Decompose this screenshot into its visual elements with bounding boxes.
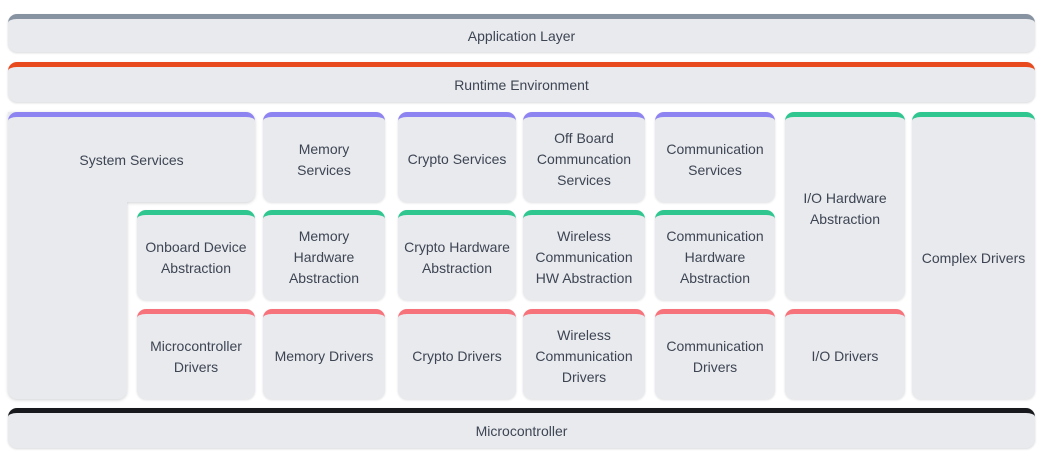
block-label: Wireless Communication HW Abstraction <box>535 228 633 286</box>
block-communication-services: Communication Services <box>655 112 775 202</box>
layer-microcontroller-label: Microcontroller <box>475 422 568 439</box>
block-crypto-hardware-abstraction: Crypto Hardware Abstraction <box>398 210 516 300</box>
block-crypto-drivers: Crypto Drivers <box>398 309 516 399</box>
layer-runtime-environment: Runtime Environment <box>8 62 1035 102</box>
layer-application: Application Layer <box>8 14 1035 52</box>
block-label: I/O Hardware Abstraction <box>803 189 887 227</box>
block-label: Memory Hardware Abstraction <box>288 228 360 286</box>
block-memory-drivers: Memory Drivers <box>263 309 385 399</box>
block-label: Microcontroller Drivers <box>150 337 242 375</box>
block-memory-services: Memory Services <box>263 112 385 202</box>
layer-microcontroller: Microcontroller <box>8 408 1035 448</box>
layer-runtime-environment-label: Runtime Environment <box>454 76 589 93</box>
block-crypto-services: Crypto Services <box>398 112 516 202</box>
block-system-services-top: System Services <box>8 112 255 202</box>
block-label: Onboard Device Abstraction <box>145 238 247 276</box>
block-label: Crypto Services <box>407 151 507 167</box>
block-io-hardware-abstraction: I/O Hardware Abstraction <box>785 112 905 300</box>
block-label: Communication Drivers <box>666 337 764 375</box>
block-label: Communication Hardware Abstraction <box>666 228 764 286</box>
block-offboard-communication-services: Off Board Communcation Services <box>523 112 645 202</box>
block-label: Memory Services <box>297 140 351 178</box>
block-label: I/O Drivers <box>811 348 879 364</box>
layer-application-label: Application Layer <box>467 27 576 44</box>
block-wireless-communication-drivers: Wireless Communication Drivers <box>523 309 645 399</box>
block-system-services: System Services <box>8 112 255 399</box>
block-io-drivers: I/O Drivers <box>785 309 905 399</box>
block-onboard-device-abstraction: Onboard Device Abstraction <box>137 210 255 300</box>
block-communication-hardware-abstraction: Communication Hardware Abstraction <box>655 210 775 300</box>
block-system-services-label: System Services <box>79 151 184 168</box>
block-complex-drivers: Complex Drivers <box>912 112 1035 399</box>
block-label: Crypto Hardware Abstraction <box>404 238 510 276</box>
basic-software-grid: System Services Onboard Device Abstracti… <box>8 112 1035 399</box>
block-memory-hardware-abstraction: Memory Hardware Abstraction <box>263 210 385 300</box>
block-label: Communication Services <box>666 140 764 178</box>
block-label: Wireless Communication Drivers <box>535 327 633 385</box>
block-microcontroller-drivers: Microcontroller Drivers <box>137 309 255 399</box>
block-communication-drivers: Communication Drivers <box>655 309 775 399</box>
block-wireless-communication-hw-abstraction: Wireless Communication HW Abstraction <box>523 210 645 300</box>
block-label: Crypto Drivers <box>412 348 502 364</box>
block-label: Memory Drivers <box>274 348 374 364</box>
block-label: Complex Drivers <box>921 249 1026 266</box>
block-label: Off Board Communcation Services <box>536 130 632 188</box>
